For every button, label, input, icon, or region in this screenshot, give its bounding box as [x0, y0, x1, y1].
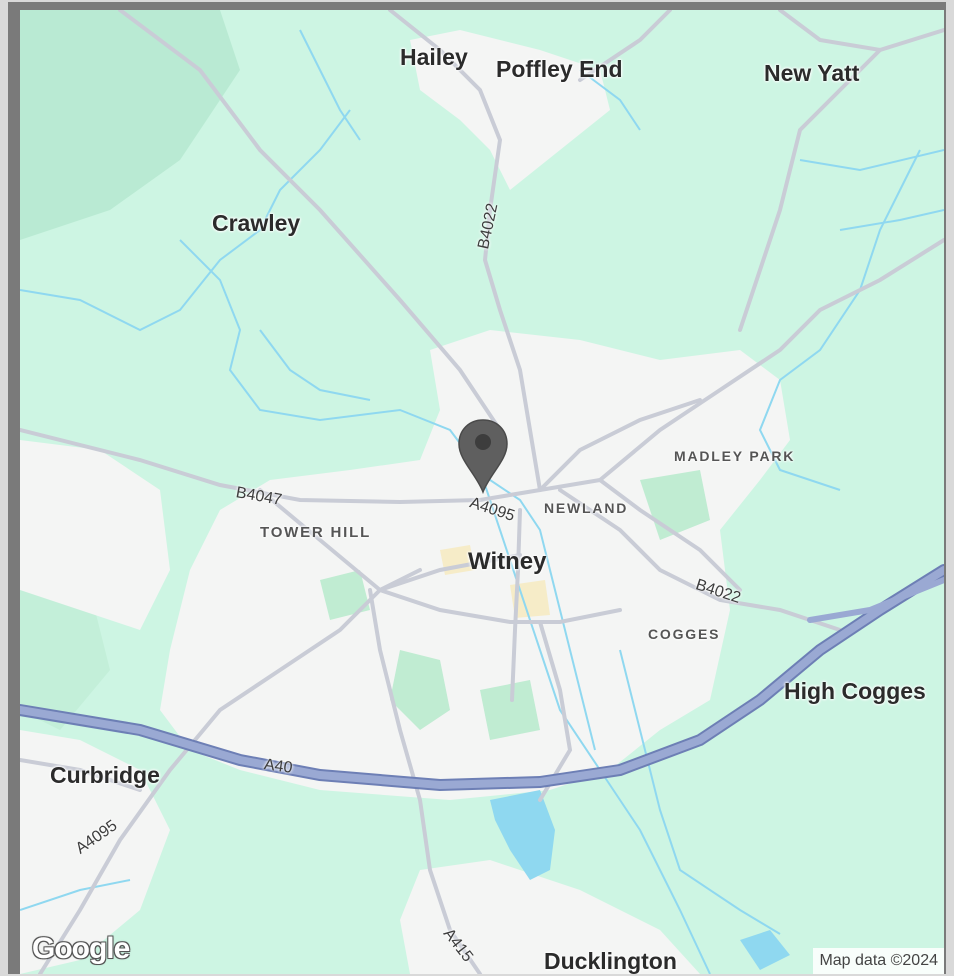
place-label-curbridge: Curbridge — [50, 762, 160, 788]
district-label-tower-hill: TOWER HILL — [260, 524, 372, 541]
place-label-witney: Witney — [468, 548, 547, 575]
place-label-new-yatt: New Yatt — [764, 60, 860, 86]
park-area — [480, 680, 540, 740]
ducklington-urban-area — [400, 860, 700, 974]
google-logo[interactable]: Google — [32, 932, 130, 965]
a40-road — [20, 564, 944, 792]
location-pin-icon[interactable] — [456, 418, 510, 494]
west-urban-area — [20, 440, 170, 630]
woodland-area — [20, 10, 240, 240]
district-label-madley-park: MADLEY PARK — [674, 448, 796, 464]
map-canvas[interactable]: Hailey Poffley End New Yatt Crawley Witn… — [20, 10, 944, 974]
place-label-hailey: Hailey — [400, 44, 468, 70]
district-label-cogges: COGGES — [648, 626, 721, 642]
lake — [740, 930, 790, 970]
park-area — [320, 570, 370, 620]
curbridge-urban-area — [20, 730, 170, 974]
place-label-crawley: Crawley — [212, 210, 301, 236]
gravel-pit-lake — [490, 790, 555, 880]
place-label-poffley-end: Poffley End — [496, 56, 623, 82]
map-base-layer — [20, 10, 944, 974]
place-label-ducklington: Ducklington — [544, 948, 677, 974]
map-frame: Hailey Poffley End New Yatt Crawley Witn… — [8, 2, 946, 974]
road-label-a40: A40 — [262, 756, 294, 777]
district-label-newland: NEWLAND — [544, 500, 629, 516]
park-area — [390, 650, 450, 730]
place-label-high-cogges: High Cogges — [784, 678, 926, 704]
map-attribution[interactable]: Map data ©2024 — [813, 948, 944, 974]
